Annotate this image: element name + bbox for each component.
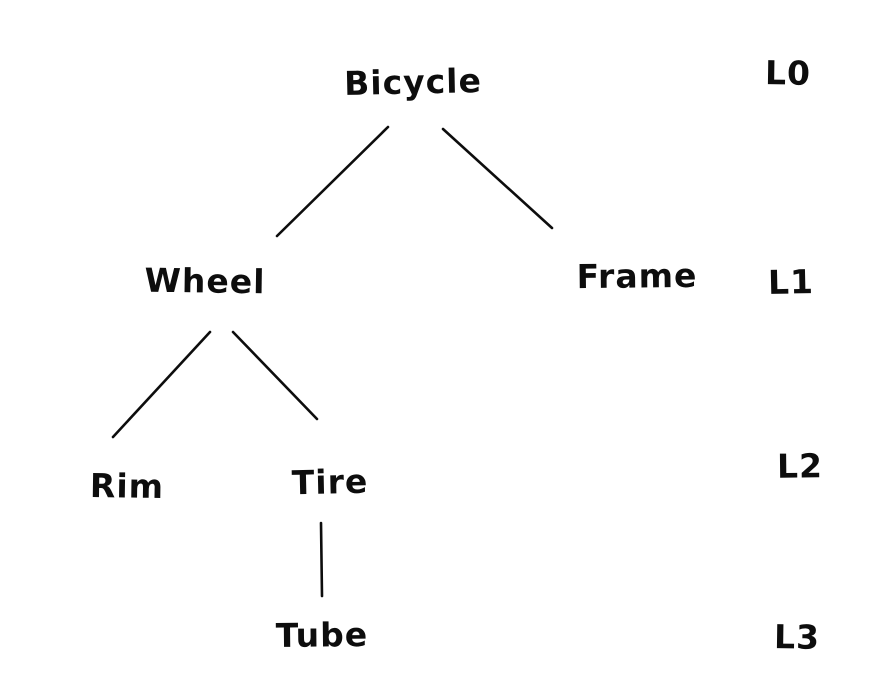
node-frame: Frame bbox=[576, 255, 698, 297]
edge-wheel-tire bbox=[231, 330, 319, 421]
level-label-l0: L0 bbox=[764, 53, 812, 93]
edge-tire-tube bbox=[319, 521, 324, 598]
node-rim: Rim bbox=[89, 465, 165, 507]
node-tube: Tube bbox=[275, 615, 369, 655]
edge-wheel-rim bbox=[111, 330, 212, 439]
level-label-l3: L3 bbox=[773, 617, 821, 657]
level-label-l2: L2 bbox=[776, 446, 824, 486]
edge-bicycle-frame bbox=[441, 127, 554, 230]
edge-bicycle-wheel bbox=[275, 125, 390, 238]
node-wheel: Wheel bbox=[144, 260, 266, 302]
node-tire: Tire bbox=[291, 461, 369, 503]
node-bicycle: Bicycle bbox=[343, 61, 483, 103]
level-label-l1: L1 bbox=[767, 262, 815, 302]
